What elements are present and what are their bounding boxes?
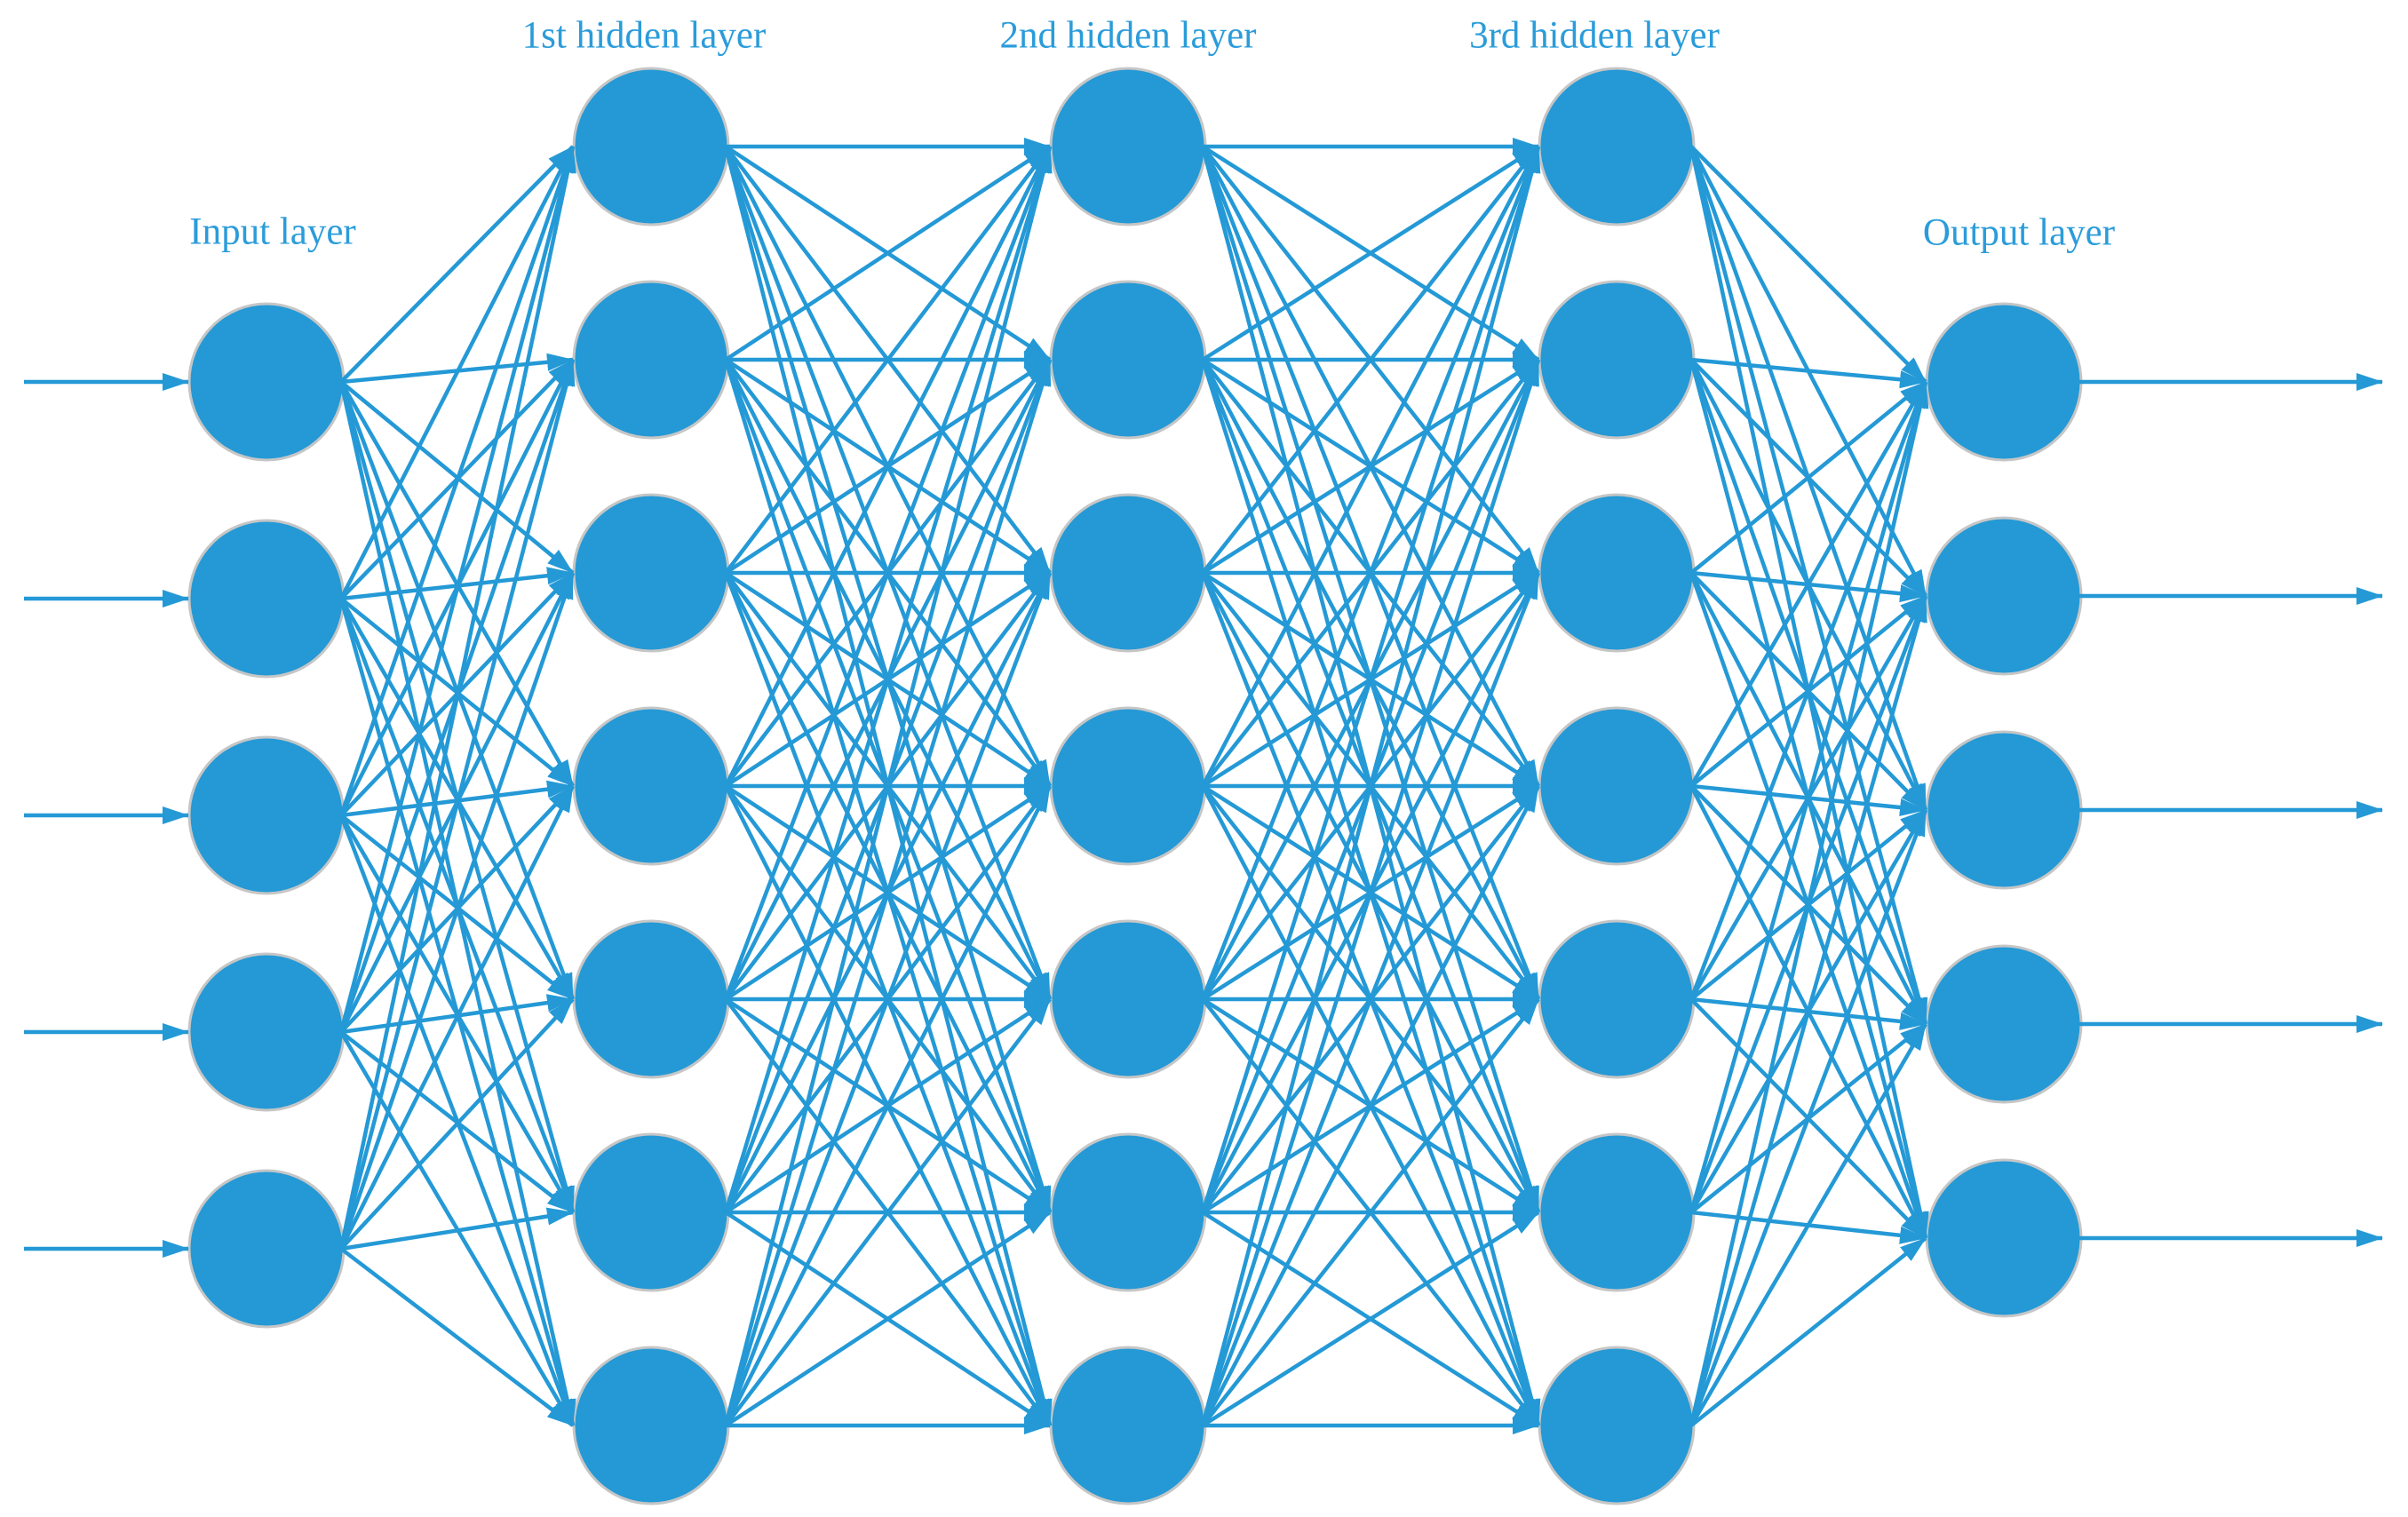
layer-label-output: Output layer (1922, 211, 2116, 254)
edge-hidden3-to-output (1689, 381, 1929, 1426)
edge-hidden3-to-output (1689, 380, 1927, 575)
edge-hidden1-to-hidden2 (723, 572, 1053, 1426)
edge-hidden1-to-hidden2 (724, 997, 1052, 1427)
neuron-hidden1-7 (572, 1346, 730, 1505)
edge-hidden3-to-output (1689, 809, 1928, 1426)
edge-hidden1-to-hidden2 (724, 145, 1052, 575)
neuron-input-2 (187, 519, 346, 679)
neuron-hidden2-6 (1049, 1132, 1207, 1292)
edge-input-to-hidden1 (339, 1247, 575, 1427)
edge-hidden2-to-hidden3 (1201, 997, 1540, 1427)
edge-hidden1-to-hidden2 (723, 146, 1053, 1000)
edge-hidden2-to-hidden3 (1200, 146, 1541, 1000)
neuron-hidden1-5 (572, 919, 730, 1079)
edge-input-to-hidden1 (339, 145, 575, 384)
neuron-input-1 (187, 302, 346, 462)
neuron-output-4 (1925, 944, 2083, 1104)
neuron-hidden2-5 (1049, 919, 1207, 1079)
edge-hidden2-to-hidden3 (1201, 1211, 1540, 1427)
edge-hidden1-to-hidden2 (723, 145, 1053, 788)
neuron-hidden3-7 (1538, 1346, 1696, 1505)
neuron-hidden1-6 (572, 1132, 730, 1292)
layer-label-hidden1: 1st hidden layer (521, 14, 767, 57)
neuron-hidden2-7 (1049, 1346, 1207, 1505)
neuron-hidden1-4 (572, 706, 730, 866)
edge-hidden2-to-hidden3 (1200, 572, 1541, 1426)
neuron-hidden3-2 (1538, 280, 1696, 440)
edge-hidden2-to-hidden3 (1201, 784, 1540, 1427)
edge-hidden3-to-output (1689, 1236, 1927, 1427)
edge-hidden3-to-output (1689, 381, 1928, 1000)
neuron-input-3 (187, 735, 346, 895)
edge-input-to-hidden1 (338, 359, 576, 1250)
edge-input-to-hidden1 (338, 784, 576, 1251)
layer-label-input: Input layer (189, 210, 356, 253)
neuron-hidden1-1 (572, 67, 730, 226)
edge-hidden2-to-hidden3 (1200, 359, 1541, 1426)
edge-input-to-hidden1 (339, 997, 575, 1251)
neuron-hidden2-3 (1049, 493, 1207, 653)
edge-input-to-hidden1 (338, 146, 576, 816)
edge-hidden1-to-hidden2 (723, 146, 1053, 1213)
edge-hidden2-to-hidden3 (1201, 145, 1540, 788)
neuron-hidden3-3 (1538, 493, 1696, 653)
edge-hidden2-to-hidden3 (1201, 145, 1540, 575)
neuron-output-2 (1925, 516, 2083, 676)
edge-hidden3-to-output (1689, 380, 1927, 788)
edge-input-to-hidden1 (338, 572, 576, 1250)
neuron-input-5 (187, 1169, 346, 1329)
neuron-hidden2-4 (1049, 706, 1207, 866)
neuron-hidden2-2 (1049, 280, 1207, 440)
connection-edges (338, 138, 1929, 1434)
neuron-hidden1-2 (572, 280, 730, 440)
edge-input-to-hidden1 (338, 145, 576, 600)
edge-hidden3-to-output (1690, 357, 1927, 389)
neuron-hidden3-6 (1538, 1132, 1696, 1292)
neuron-input-4 (187, 952, 346, 1112)
output-arrows (2079, 373, 2383, 1247)
neuron-hidden2-1 (1049, 67, 1207, 226)
layer-label-hidden3: 3rd hidden layer (1469, 14, 1720, 57)
edge-hidden3-to-output (1689, 145, 1927, 384)
edge-hidden3-to-output (1689, 595, 1928, 1426)
edge-input-to-hidden1 (340, 1207, 574, 1251)
edge-hidden2-to-hidden3 (1200, 146, 1541, 1426)
neuron-output-1 (1925, 302, 2083, 462)
edge-input-to-hidden1 (338, 146, 576, 1033)
edge-hidden2-to-hidden3 (1200, 146, 1541, 1213)
neuron-hidden3-4 (1538, 706, 1696, 866)
neuron-nodes (187, 67, 2083, 1505)
neuron-hidden3-1 (1538, 67, 1696, 226)
layer-label-hidden2: 2nd hidden layer (999, 14, 1257, 57)
edge-hidden2-to-hidden3 (1201, 145, 1540, 361)
edge-hidden1-to-hidden2 (723, 784, 1053, 1427)
edge-hidden1-to-hidden2 (724, 1211, 1052, 1427)
edge-input-to-hidden1 (338, 146, 576, 1250)
neuron-hidden3-5 (1538, 919, 1696, 1079)
neuron-hidden1-3 (572, 493, 730, 653)
edge-hidden1-to-hidden2 (723, 359, 1053, 1426)
edge-hidden3-to-output (1689, 1022, 1927, 1427)
edge-hidden3-to-output (1689, 381, 1928, 1213)
neuron-output-3 (1925, 730, 2083, 890)
input-arrows (24, 373, 189, 1258)
edge-hidden1-to-hidden2 (724, 145, 1052, 361)
neuron-output-5 (1925, 1158, 2083, 1318)
edge-hidden1-to-hidden2 (723, 146, 1053, 1426)
